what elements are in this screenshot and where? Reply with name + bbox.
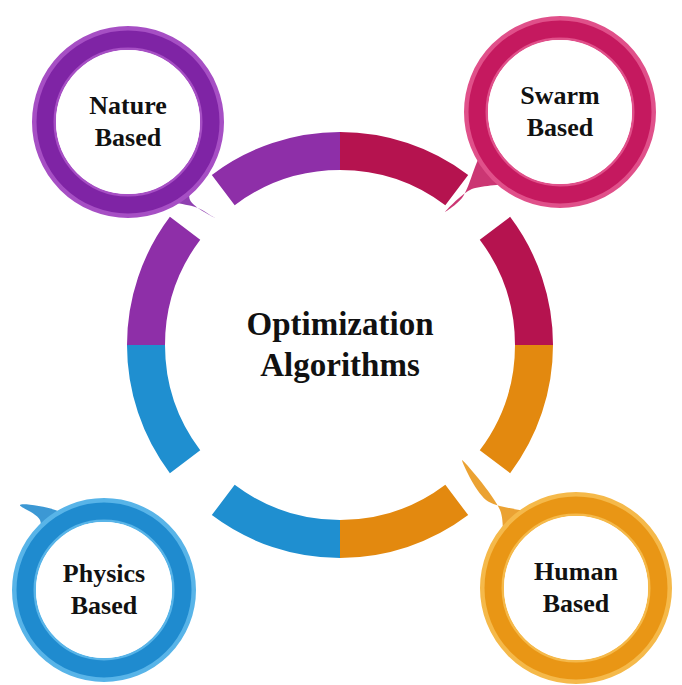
- category-circle: Swarm Based: [464, 16, 656, 208]
- ring-wash: [492, 504, 660, 672]
- ring-segment: [340, 485, 468, 558]
- text-holder: Nature Based: [32, 26, 224, 218]
- ring-segment: [212, 132, 340, 205]
- ring-wash: [24, 510, 184, 670]
- text-holder: Physics Based: [12, 498, 196, 682]
- ring-stroke: [45, 39, 211, 205]
- ring-wash: [44, 38, 212, 206]
- category-label: Physics Based: [39, 558, 169, 623]
- category-label: Swarm Based: [495, 80, 625, 145]
- category-circle: Physics Based: [12, 498, 196, 682]
- category-label: Human Based: [511, 556, 641, 621]
- ring-inner: [504, 516, 648, 660]
- watercolor-ring: [32, 26, 224, 218]
- ring-wash: [476, 28, 644, 196]
- center-circle: Optimization Algorithms: [170, 175, 510, 515]
- category-label: Nature Based: [63, 90, 193, 155]
- center-title: Optimization Algorithms: [215, 304, 465, 387]
- ring-inner: [488, 40, 632, 184]
- ring-inner: [36, 522, 172, 658]
- ring-inner: [56, 50, 200, 194]
- ring-segment: [127, 217, 200, 345]
- ring-segment: [480, 345, 553, 473]
- ring-segment: [127, 345, 200, 473]
- text-holder: Human Based: [480, 492, 672, 684]
- ring-stroke: [25, 511, 183, 669]
- watercolor-ring: [12, 498, 196, 682]
- ring-stroke: [477, 29, 643, 195]
- category-circle: Human Based: [480, 492, 672, 684]
- text-holder: Optimization Algorithms: [170, 175, 510, 515]
- watercolor-ring: [480, 492, 672, 684]
- ring-stroke: [493, 505, 659, 671]
- text-holder: Swarm Based: [464, 16, 656, 208]
- ring-segment: [480, 217, 553, 345]
- watercolor-ring: [464, 16, 656, 208]
- ring-segment: [212, 485, 340, 558]
- category-circle: Nature Based: [32, 26, 224, 218]
- ring-segment: [340, 132, 468, 205]
